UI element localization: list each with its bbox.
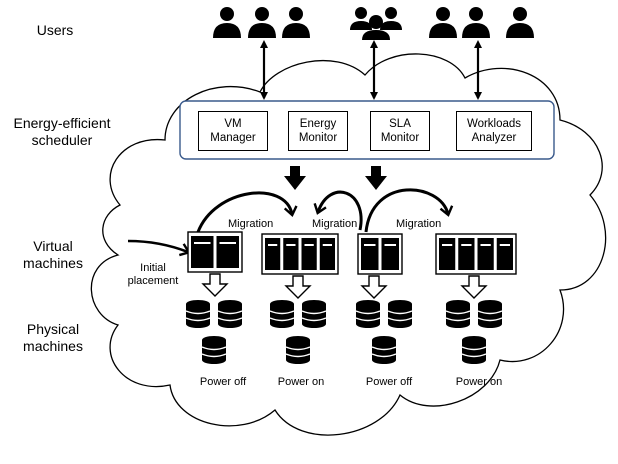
- database-server-icon: [371, 336, 397, 364]
- component-line1: VM: [224, 118, 242, 130]
- initial-placement-arrow: [127, 239, 191, 257]
- vm-group: [357, 233, 403, 275]
- vm-group: [187, 231, 243, 273]
- placement-arrow: [201, 273, 229, 297]
- component-line2: Manager: [210, 132, 256, 144]
- physical-host: [269, 300, 327, 364]
- team-icon: [350, 7, 402, 40]
- component-line1: Energy: [299, 118, 337, 130]
- database-server-icon: [301, 300, 327, 328]
- vm-label-line1: Virtual: [33, 238, 73, 254]
- server-vm-icon: [381, 238, 399, 270]
- server-vm-icon: [477, 238, 494, 270]
- component-energy-monitor: Energy Monitor: [288, 111, 348, 151]
- scheduler-label-line2: scheduler: [31, 132, 93, 148]
- physical-host: [355, 300, 413, 364]
- users-group-icon: [213, 7, 310, 38]
- database-server-icon: [217, 300, 243, 328]
- migration-arrow: [313, 190, 363, 231]
- users-group-icon: [429, 7, 534, 38]
- host-state-label: Power off: [199, 376, 247, 388]
- server-vm-icon: [283, 238, 299, 270]
- component-line1: SLA: [389, 118, 411, 130]
- component-line2: Analyzer: [471, 132, 517, 144]
- initial-placement-line2: placement: [127, 275, 179, 287]
- host-state-label: Power on: [277, 376, 325, 388]
- pm-label-line2: machines: [23, 338, 83, 354]
- database-server-icon: [461, 336, 487, 364]
- pm-label-line1: Physical: [26, 321, 80, 337]
- database-server-icon: [201, 336, 227, 364]
- migration-label: Migration: [396, 218, 442, 230]
- physical-host: [185, 300, 243, 364]
- server-vm-icon: [265, 238, 281, 270]
- placement-arrow: [360, 275, 388, 299]
- server-vm-icon: [361, 238, 379, 270]
- initial-placement-label: Initial placement: [124, 262, 182, 288]
- host-state-label: Power off: [365, 376, 413, 388]
- scheduler-label-line1: Energy-efficient: [13, 115, 111, 131]
- server-vm-icon: [301, 238, 317, 270]
- database-server-icon: [269, 300, 295, 328]
- component-workloads-analyzer: Workloads Analyzer: [456, 111, 532, 151]
- server-vm-icon: [191, 236, 214, 268]
- server-vm-icon: [496, 238, 513, 270]
- migration-label: Migration: [228, 218, 274, 230]
- placement-arrow: [284, 275, 312, 299]
- vm-label-line2: machines: [23, 255, 83, 271]
- component-line2: Monitor: [298, 132, 338, 144]
- migration-label: Migration: [312, 218, 358, 230]
- database-server-icon: [355, 300, 381, 328]
- vm-group: [435, 233, 517, 275]
- database-server-icon: [477, 300, 503, 328]
- migration-arrow: [364, 188, 454, 233]
- physical-host: [445, 300, 503, 364]
- database-server-icon: [387, 300, 413, 328]
- placement-arrow: [460, 275, 488, 299]
- scheduler-vm-arrow: [284, 166, 387, 190]
- migration-arrow: [196, 191, 298, 233]
- component-line1: Workloads: [466, 118, 522, 130]
- server-vm-icon: [458, 238, 475, 270]
- vm-group: [261, 233, 339, 275]
- component-vm-manager: VM Manager: [198, 111, 268, 151]
- database-server-icon: [185, 300, 211, 328]
- pm-label: Physical machines: [18, 321, 88, 355]
- server-vm-icon: [319, 238, 335, 270]
- host-state-label: Power on: [455, 376, 503, 388]
- server-vm-icon: [439, 238, 456, 270]
- initial-placement-line1: Initial: [140, 262, 166, 274]
- scheduler-label: Energy-efficient scheduler: [0, 115, 124, 149]
- vm-label: Virtual machines: [18, 238, 88, 272]
- users-label: Users: [36, 22, 74, 38]
- database-server-icon: [445, 300, 471, 328]
- database-server-icon: [285, 336, 311, 364]
- component-line2: Monitor: [380, 132, 420, 144]
- server-vm-icon: [216, 236, 239, 268]
- component-sla-monitor: SLA Monitor: [370, 111, 430, 151]
